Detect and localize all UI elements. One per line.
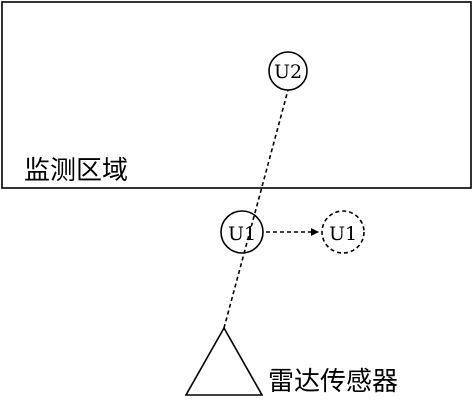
monitoring-area-box: [1, 1, 472, 189]
radar-sensor-label: 雷达传感器: [268, 367, 398, 397]
target-u1-label: U1: [228, 223, 256, 245]
target-u2-label: U2: [274, 61, 302, 83]
target-u1-circle: [220, 210, 264, 254]
monitoring-area-label: 监测区域: [24, 156, 128, 186]
target-u2-circle: [268, 51, 308, 91]
target-u1-next-label: U1: [329, 223, 357, 245]
target-u1-next-circle: [321, 210, 365, 254]
line-of-sight: [223, 89, 289, 329]
radar-sensor-triangle: [184, 326, 264, 396]
